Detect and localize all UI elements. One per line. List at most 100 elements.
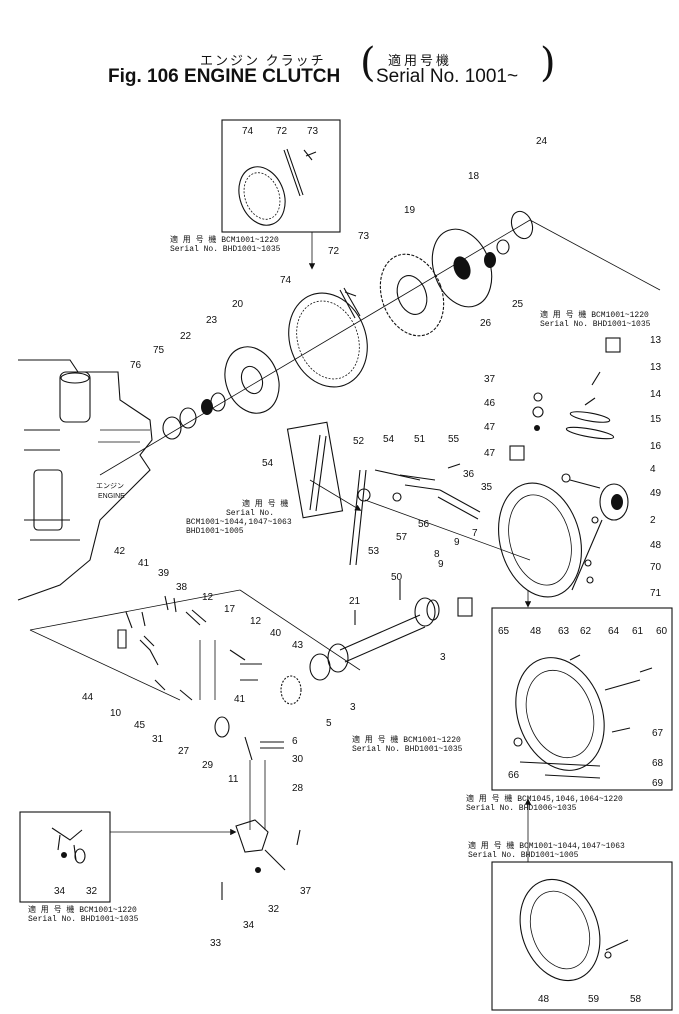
lever-parts bbox=[117, 595, 301, 900]
callout-32b: 32 bbox=[268, 904, 280, 915]
callout-69: 69 bbox=[652, 778, 664, 789]
callout-30: 30 bbox=[292, 754, 304, 765]
callout-33: 33 bbox=[210, 938, 222, 949]
callout-48: 48 bbox=[650, 540, 662, 551]
callout-10: 10 bbox=[110, 708, 122, 719]
linkage bbox=[286, 421, 481, 566]
title-japanese-applicable: 適用号機 bbox=[388, 53, 453, 68]
callout-20: 20 bbox=[232, 299, 244, 310]
engine-block: エンジン ENGINE bbox=[17, 359, 153, 601]
callout-58: 58 bbox=[630, 994, 642, 1005]
callout-54b: 54 bbox=[262, 458, 274, 469]
callout-57: 57 bbox=[396, 532, 408, 543]
callout-5: 5 bbox=[326, 718, 332, 729]
callout-73b: 73 bbox=[358, 231, 370, 242]
callout-17: 17 bbox=[224, 604, 236, 615]
serial-note-top-inset: 適 用 号 機 BCM1001~1220 Serial No. BHD1001~… bbox=[170, 236, 280, 254]
callout-15: 15 bbox=[650, 414, 662, 425]
serial-note-line: Serial No. bbox=[226, 509, 275, 518]
callout-8: 8 bbox=[434, 549, 440, 560]
callout-66: 66 bbox=[508, 770, 520, 781]
callout-50: 50 bbox=[391, 572, 403, 583]
callout-68: 68 bbox=[652, 758, 664, 769]
callout-36: 36 bbox=[463, 469, 475, 480]
serial-note-housing-a: 適 用 号 機 BCM1045,1046,1064~1220 Serial No… bbox=[466, 795, 623, 813]
callout-12b: 12 bbox=[250, 616, 262, 627]
callout-9a: 9 bbox=[454, 537, 460, 548]
callout-47a: 47 bbox=[484, 422, 496, 433]
callout-72b: 72 bbox=[328, 246, 340, 257]
serial-note-line: Serial No. BHD1006~1035 bbox=[466, 804, 577, 813]
callout-4: 4 bbox=[650, 464, 656, 475]
clutch-stack bbox=[162, 210, 534, 440]
callout-46: 46 bbox=[484, 398, 496, 409]
callout-29: 29 bbox=[202, 760, 214, 771]
shaft-assembly bbox=[214, 580, 473, 761]
serial-note-housing-b: 適 用 号 機 BCM1001~1044,1047~1063 Serial No… bbox=[468, 842, 625, 860]
callout-73: 73 bbox=[307, 126, 319, 137]
serial-note-line: 適 用 号 機 BCM1001~1220 bbox=[28, 906, 137, 915]
serial-note-line: 適 用 号 機 BCM1045,1046,1064~1220 bbox=[466, 795, 623, 804]
serial-note-center: 適 用 号 機 BCM1001~1220 Serial No. BHD1001~… bbox=[352, 736, 462, 754]
serial-note-lever-inset: 適 用 号 機 BCM1001~1220 Serial No. BHD1001~… bbox=[28, 906, 138, 924]
serial-note-line: BCM1001~1044,1047~1063 bbox=[186, 518, 292, 527]
callout-48c: 48 bbox=[538, 994, 550, 1005]
callout-74: 74 bbox=[242, 126, 254, 137]
serial-note-line: Serial No. BHD1001~1035 bbox=[28, 915, 139, 924]
callout-48b: 48 bbox=[530, 626, 542, 637]
callout-2: 2 bbox=[650, 515, 656, 526]
serial-note-line: Serial No. BHD1001~1005 bbox=[468, 851, 579, 860]
callout-11: 11 bbox=[228, 774, 239, 785]
paren-open: ( bbox=[360, 40, 376, 86]
callout-41b: 41 bbox=[234, 694, 246, 705]
callout-21: 21 bbox=[349, 596, 361, 607]
callout-7: 7 bbox=[472, 528, 478, 539]
callout-55: 55 bbox=[448, 434, 460, 445]
serial-note-line: 適 用 号 機 bbox=[242, 500, 289, 509]
guide-lines bbox=[29, 219, 661, 862]
callout-27: 27 bbox=[178, 746, 190, 757]
callout-59: 59 bbox=[588, 994, 600, 1005]
callout-13b: 13 bbox=[650, 362, 662, 373]
title-japanese: エンジン クラッチ bbox=[200, 53, 326, 68]
serial-note-line: Serial No. BHD1001~1035 bbox=[170, 245, 281, 254]
callout-76: 76 bbox=[130, 360, 142, 371]
callout-12a: 12 bbox=[202, 592, 214, 603]
callout-18: 18 bbox=[468, 171, 480, 182]
callout-71: 71 bbox=[650, 588, 662, 599]
callout-45: 45 bbox=[134, 720, 146, 731]
callout-19: 19 bbox=[404, 205, 416, 216]
callout-37b: 37 bbox=[300, 886, 312, 897]
serial-note-right-top: 適 用 号 機 BCM1001~1220 Serial No. BHD1001~… bbox=[540, 311, 650, 329]
callout-63: 63 bbox=[558, 626, 570, 637]
callout-70: 70 bbox=[650, 562, 662, 573]
callout-49: 49 bbox=[650, 488, 662, 499]
callout-28: 28 bbox=[292, 783, 304, 794]
adjuster-parts bbox=[509, 337, 621, 461]
callout-3a: 3 bbox=[440, 652, 446, 663]
serial-range-title: Serial No. 1001~ bbox=[376, 66, 519, 87]
callout-53: 53 bbox=[368, 546, 380, 557]
callout-37: 37 bbox=[484, 374, 496, 385]
callout-43: 43 bbox=[292, 640, 304, 651]
callout-65: 65 bbox=[498, 626, 510, 637]
callout-3b: 3 bbox=[350, 702, 356, 713]
callout-32a: 32 bbox=[86, 886, 98, 897]
callout-42: 42 bbox=[114, 546, 126, 557]
callout-75: 75 bbox=[153, 345, 165, 356]
callout-34b: 34 bbox=[243, 920, 255, 931]
callout-40: 40 bbox=[270, 628, 282, 639]
callout-13a: 13 bbox=[650, 335, 662, 346]
engine-label-en: ENGINE bbox=[98, 493, 125, 500]
engine-label-jp: エンジン bbox=[96, 483, 124, 490]
callout-9b: 9 bbox=[438, 559, 444, 570]
callout-64: 64 bbox=[608, 626, 620, 637]
callout-41: 41 bbox=[138, 558, 150, 569]
callout-numbers: 74 72 73 24 18 19 73 72 26 25 74 20 23 2… bbox=[54, 126, 668, 1005]
serial-note-line: 適 用 号 機 BCM1001~1220 bbox=[352, 736, 461, 745]
inset-lever bbox=[19, 811, 111, 903]
figure-title: Fig. 106 ENGINE CLUTCH bbox=[108, 66, 341, 87]
callout-56: 56 bbox=[418, 519, 430, 530]
callout-72: 72 bbox=[276, 126, 288, 137]
